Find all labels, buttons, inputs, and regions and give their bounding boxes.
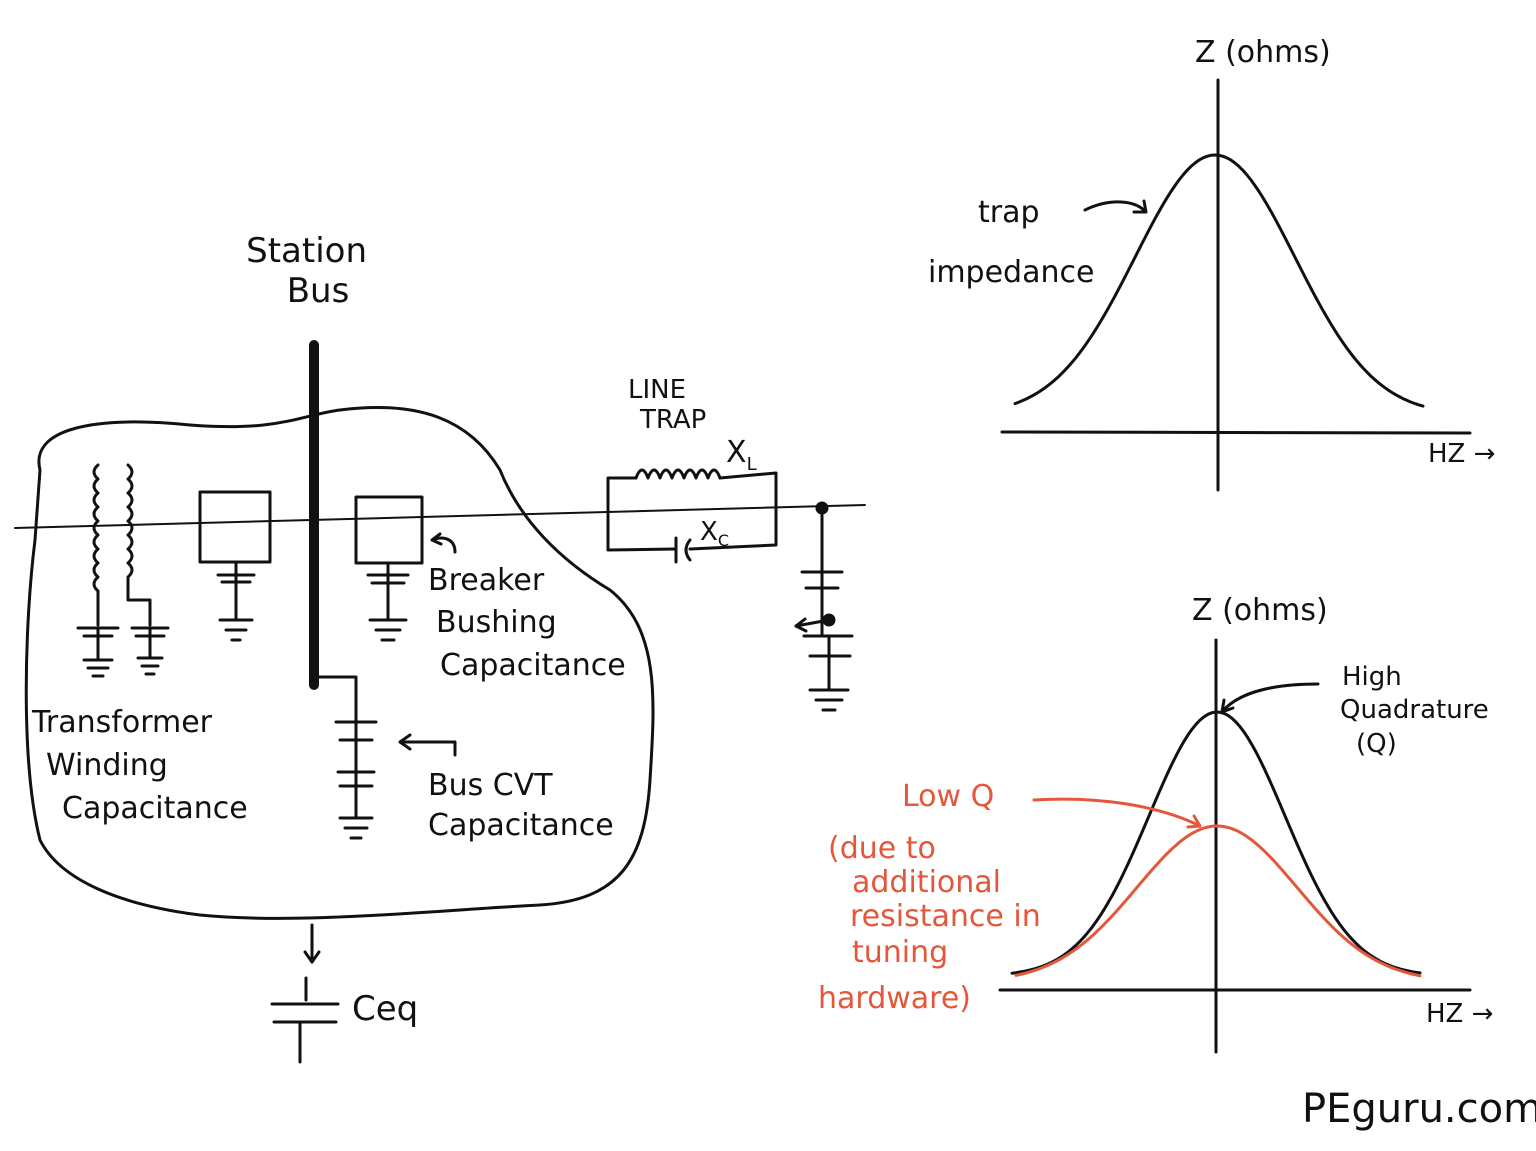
station-bus-label: Station Bus <box>246 231 378 311</box>
top-x-axis <box>1000 430 1472 435</box>
ceq-capacitor-icon <box>270 923 340 1064</box>
line-cvt-icon <box>794 501 854 712</box>
transformer-winding-icon <box>92 463 152 627</box>
breaker-label: Breaker Bushing Capacitance <box>428 563 626 683</box>
transformer-capacitor-icon <box>76 626 170 678</box>
line-trap-icon <box>606 468 778 564</box>
low-q-arrow-icon <box>1032 797 1202 829</box>
capacitance-boundary <box>24 406 655 920</box>
bus-cvt-label: Bus CVT Capacitance <box>428 768 614 843</box>
breaker-box-left <box>198 490 272 564</box>
high-q-curve <box>1010 710 1422 975</box>
xc-label: XC <box>700 517 729 550</box>
trap-arrow-icon <box>1083 199 1148 214</box>
low-q-curve <box>1014 824 1422 978</box>
high-q-label: High Quadrature (Q) <box>1340 662 1497 759</box>
breaker-box-right <box>354 495 424 565</box>
transmission-line <box>14 504 866 529</box>
xl-label: XL <box>726 435 757 475</box>
top-xlabel: HZ → <box>1428 439 1495 469</box>
breaker-capacitor-icon <box>216 560 256 642</box>
top-chart: Z (ohms) HZ → trap impedance <box>928 35 1495 492</box>
breaker-arrow-icon <box>430 532 457 554</box>
bottom-ylabel: Z (ohms) <box>1192 593 1328 628</box>
ceq-label: Ceq <box>352 989 418 1029</box>
transformer-label: Transformer Winding Capacitance <box>31 705 248 826</box>
bus-cvt-arrow-icon <box>398 733 457 757</box>
brand-logo: PEguru.com <box>1302 1086 1536 1132</box>
trap-impedance-label: trap impedance <box>928 195 1094 290</box>
station-circuit: Station Bus Transformer Winding Capacita… <box>14 231 866 1064</box>
line-trap-label: LINE TRAP <box>628 375 706 435</box>
bottom-chart: Z (ohms) HZ → High Quadrature (Q) Low Q … <box>818 593 1497 1054</box>
top-ylabel: Z (ohms) <box>1195 35 1331 70</box>
bushing-capacitor-icon <box>366 561 410 642</box>
low-q-label: Low Q (due to additional resistance in t… <box>818 779 1050 1016</box>
high-q-arrow-icon <box>1220 682 1320 714</box>
trap-impedance-curve <box>1013 153 1425 408</box>
bus-cvt-icon <box>312 675 378 840</box>
bottom-xlabel: HZ → <box>1426 999 1493 1029</box>
